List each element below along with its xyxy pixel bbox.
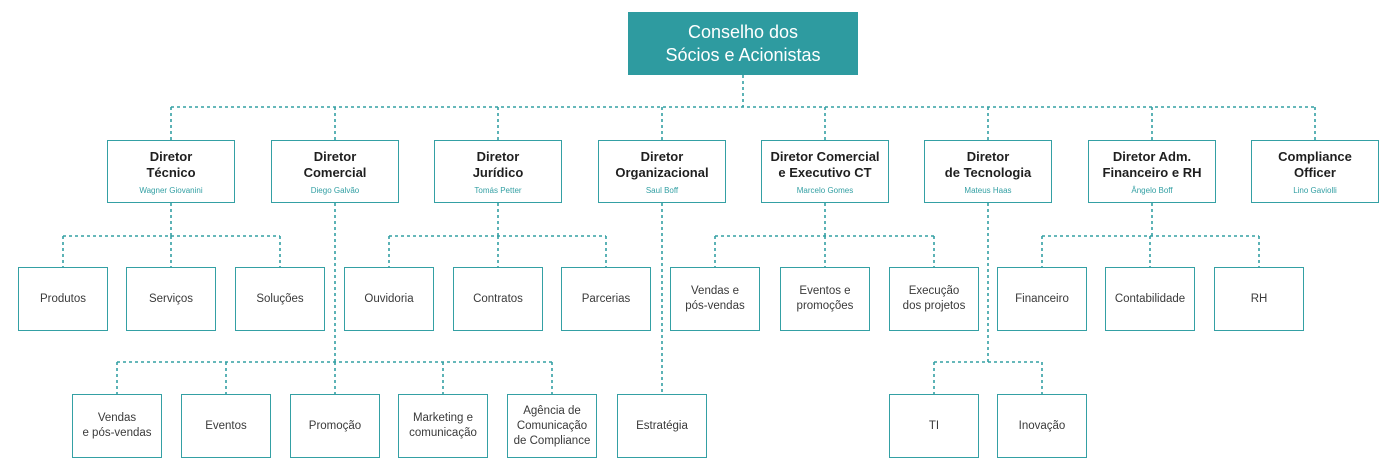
dept-label-line1: Eventos — [205, 419, 247, 432]
director-title-line2: Jurídico — [472, 164, 524, 180]
dept-label-line2: e pós-vendas — [82, 427, 152, 439]
board-title-line2: Sócios e Acionistas — [665, 44, 821, 65]
dept-estrategia-box: Estratégia — [617, 394, 707, 458]
dept-rh-box: RH — [1214, 267, 1304, 331]
dept-label-line1: Estratégia — [636, 419, 688, 432]
dept-label-line2: Comunicação — [516, 419, 588, 432]
dept-label-line1: Financeiro — [1015, 292, 1069, 305]
dept-label-line1: Vendas e — [691, 285, 739, 297]
dept-label-line1: RH — [1250, 292, 1268, 305]
dept-ti-box: TI — [889, 394, 979, 458]
dept-label-line1: Marketing e — [412, 412, 474, 424]
dept-label-line2: promoções — [796, 300, 854, 312]
dept-label-line1: Produtos — [39, 292, 87, 305]
dept-label-line1: TI — [928, 419, 940, 432]
director-title-line1: Diretor Adm. — [1112, 148, 1192, 164]
director-title-line1: Diretor — [476, 148, 520, 164]
director-name: Saul Boff — [645, 185, 679, 195]
dept-servicos-box: Serviços — [126, 267, 216, 331]
dept-eventos-promocoes-box: Eventos e promoções — [780, 267, 870, 331]
dept-label-line2: comunicação — [409, 427, 477, 439]
dept-contratos-box: Contratos — [453, 267, 543, 331]
dept-vendas-posvendas-box: Vendas e pós-vendas — [670, 267, 760, 331]
dept-produtos-box: Produtos — [18, 267, 108, 331]
dept-contabilidade-box: Contabilidade — [1105, 267, 1195, 331]
director-title-line2: e Executivo CT — [778, 164, 872, 180]
dept-vendas-box: Vendas e pós-vendas — [72, 394, 162, 458]
dept-label-line1: Serviços — [148, 292, 194, 305]
dept-label-line3: de Compliance — [513, 434, 591, 447]
dept-inovacao-box: Inovação — [997, 394, 1087, 458]
dept-label-line1: Inovação — [1018, 419, 1066, 432]
dept-promocao-box: Promoção — [290, 394, 380, 458]
dept-label-line2: dos projetos — [902, 300, 966, 312]
dept-label-line1: Execução — [908, 285, 960, 297]
dept-label-line1: Soluções — [256, 292, 304, 305]
dept-label-line1: Vendas — [97, 412, 137, 424]
dept-agencia-compliance-box: Agência de Comunicação de Compliance — [507, 394, 597, 458]
dept-label-line1: Eventos e — [799, 285, 851, 297]
director-title-line1: Diretor — [640, 148, 684, 164]
dept-execucao-projetos-box: Execução dos projetos — [889, 267, 979, 331]
dept-label-line1: Contratos — [473, 292, 523, 305]
dept-marketing-box: Marketing e comunicação — [398, 394, 488, 458]
board-title-line1: Conselho dos — [687, 21, 799, 42]
director-name: Wagner Giovanini — [139, 185, 203, 195]
director-name: Marcelo Gomes — [796, 185, 854, 195]
dept-parcerias-box: Parcerias — [561, 267, 651, 331]
director-title-line2: Organizacional — [615, 164, 709, 180]
director-finance-hr-box: Diretor Adm.Financeiro e RH Ângelo Boff — [1088, 140, 1216, 203]
director-title-line1: Diretor — [149, 148, 193, 164]
director-title-line2: Comercial — [303, 164, 367, 180]
director-title-line1: Diretor Comercial — [770, 148, 880, 164]
director-title-line2: Financeiro e RH — [1102, 164, 1202, 180]
dept-label-line1: Ouvidoria — [364, 292, 414, 305]
dept-label-line1: Promoção — [308, 419, 362, 432]
director-title-line1: Compliance — [1278, 148, 1352, 164]
director-name: Mateus Haas — [964, 185, 1012, 195]
director-title-line1: Diretor — [966, 148, 1010, 164]
director-title-line2: de Tecnologia — [944, 164, 1032, 180]
dept-label-line1: Parcerias — [581, 292, 631, 305]
dept-label-line1: Agência de — [523, 404, 581, 417]
director-title-line2: Técnico — [146, 164, 196, 180]
dept-solucoes-box: Soluções — [235, 267, 325, 331]
director-title-line2: Officer — [1294, 164, 1336, 180]
director-title-line1: Diretor — [313, 148, 357, 164]
dept-label-line2: pós-vendas — [685, 300, 745, 312]
dept-ouvidoria-box: Ouvidoria — [344, 267, 434, 331]
director-name: Ângelo Boff — [1131, 185, 1173, 195]
dept-eventos-box: Eventos — [181, 394, 271, 458]
director-name: Lino Gaviolli — [1293, 185, 1337, 195]
dept-label-line1: Contabilidade — [1114, 292, 1186, 305]
board-of-partners-box: Conselho dos Sócios e Acionistas — [628, 12, 858, 75]
director-name: Diego Galvão — [310, 185, 360, 195]
dept-financeiro-box: Financeiro — [997, 267, 1087, 331]
director-name: Tomás Petter — [474, 185, 522, 195]
